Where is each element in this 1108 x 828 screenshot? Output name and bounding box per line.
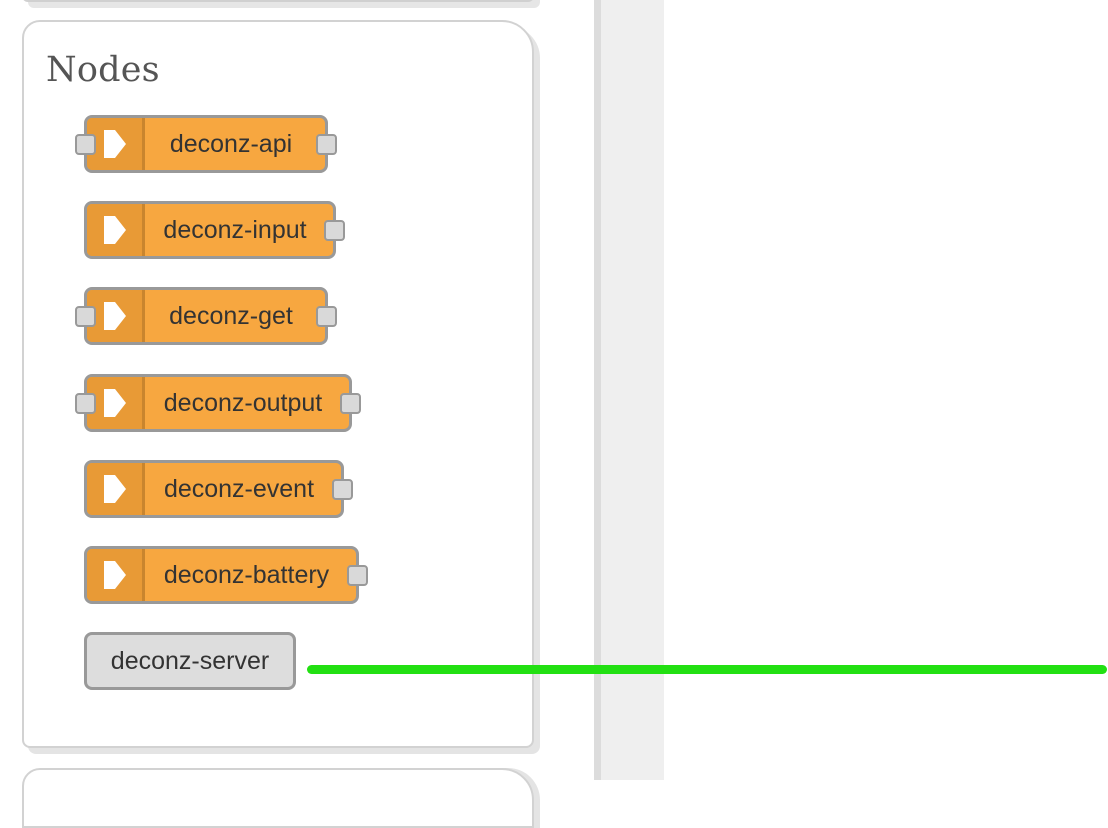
output-port[interactable]	[316, 306, 337, 327]
output-port[interactable]	[324, 220, 345, 241]
node-deconz-api[interactable]: deconz-api	[75, 115, 337, 173]
node-deconz-server[interactable]: deconz-server	[84, 632, 296, 690]
arrow-right-icon	[87, 290, 145, 342]
node-label: deconz-input	[163, 215, 307, 244]
next-card	[22, 768, 534, 828]
node-deconz-get[interactable]: deconz-get	[75, 287, 337, 345]
output-port[interactable]	[316, 134, 337, 155]
input-port[interactable]	[75, 393, 96, 414]
node-label: deconz-api	[169, 129, 293, 158]
arrow-right-icon	[87, 463, 145, 515]
node-deconz-event[interactable]: deconz-event	[84, 460, 353, 518]
node-deconz-input[interactable]: deconz-input	[84, 201, 345, 259]
input-port[interactable]	[75, 134, 96, 155]
arrow-right-icon	[87, 118, 145, 170]
node-label: deconz-server	[110, 646, 270, 675]
node-deconz-output[interactable]: deconz-output	[75, 374, 361, 432]
arrow-right-icon	[87, 549, 145, 601]
node-label: deconz-output	[163, 388, 323, 417]
input-port[interactable]	[75, 306, 96, 327]
panel-scroll-strip[interactable]	[594, 0, 664, 780]
output-port[interactable]	[332, 479, 353, 500]
node-label: deconz-battery	[163, 560, 330, 589]
output-port[interactable]	[347, 565, 368, 586]
node-label: deconz-event	[163, 474, 315, 503]
card-title: Nodes	[46, 50, 160, 90]
node-label: deconz-get	[169, 301, 293, 330]
arrow-right-icon	[87, 377, 145, 429]
node-deconz-battery[interactable]: deconz-battery	[84, 546, 368, 604]
annotation-highlight-line	[307, 665, 1107, 674]
arrow-right-icon	[87, 204, 145, 256]
previous-card	[22, 0, 534, 2]
output-port[interactable]	[340, 393, 361, 414]
